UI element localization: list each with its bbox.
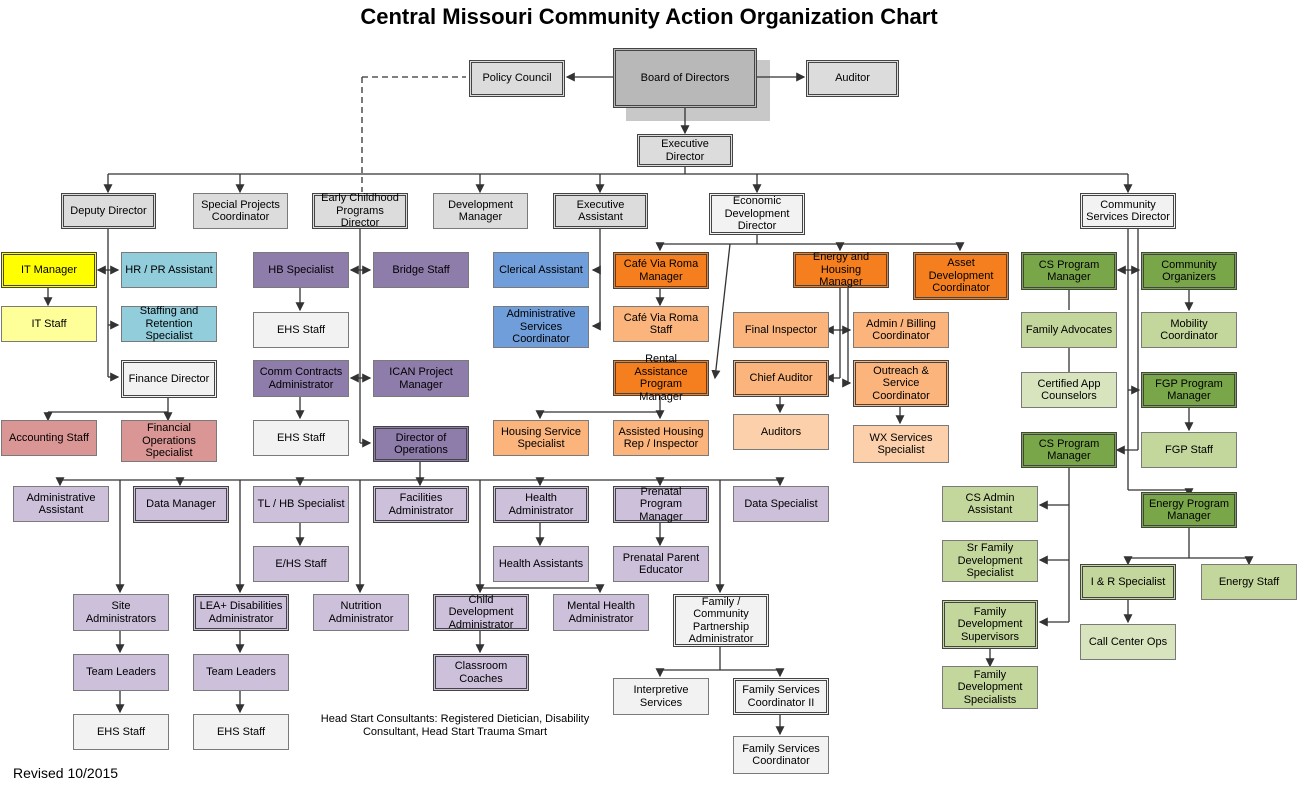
chart-title: Central Missouri Community Action Organi… <box>360 4 938 29</box>
node-fgp-program-manager[interactable]: FGP Program Manager <box>1141 372 1237 408</box>
node-data-specialist[interactable]: Data Specialist <box>733 486 829 522</box>
node-auditor[interactable]: Auditor <box>806 60 899 97</box>
node-hb-specialist[interactable]: HB Specialist <box>253 252 349 288</box>
node-i-and-r-specialist[interactable]: I & R Specialist <box>1080 564 1176 600</box>
node-data-manager[interactable]: Data Manager <box>133 486 229 523</box>
node-board-of-directors[interactable]: Board of Directors <box>613 48 757 108</box>
node-team-leaders-2[interactable]: Team Leaders <box>193 654 289 691</box>
node-family-development-specialists[interactable]: Family Development Specialists <box>942 666 1038 709</box>
node-executive-director[interactable]: Executive Director <box>637 134 733 167</box>
node-comm-contracts[interactable]: Comm Contracts Administrator <box>253 360 349 397</box>
node-family-services-coordinator-ii[interactable]: Family Services Coordinator II <box>733 678 829 715</box>
node-energy-program-manager[interactable]: Energy Program Manager <box>1141 492 1237 528</box>
node-it-manager[interactable]: IT Manager <box>1 252 97 288</box>
node-auditors[interactable]: Auditors <box>733 414 829 450</box>
node-development-manager[interactable]: Development Manager <box>433 193 528 229</box>
node-facilities-administrator[interactable]: Facilities Administrator <box>373 486 469 523</box>
node-family-development-supervisors[interactable]: Family Development Supervisors <box>942 600 1038 649</box>
node-cs-program-manager-2[interactable]: CS Program Manager <box>1021 432 1117 468</box>
node-ehs-staff-4[interactable]: EHS Staff <box>73 714 169 750</box>
node-executive-assistant[interactable]: Executive Assistant <box>553 193 648 229</box>
node-family-community-partnership[interactable]: Family / Community Partnership Administr… <box>673 594 769 647</box>
node-housing-service[interactable]: Housing Service Specialist <box>493 420 589 456</box>
node-admin-billing[interactable]: Admin / Billing Coordinator <box>853 312 949 348</box>
node-special-projects[interactable]: Special Projects Coordinator <box>193 193 288 229</box>
node-outreach[interactable]: Outreach & Service Coordinator <box>853 360 949 407</box>
node-policy-council[interactable]: Policy Council <box>469 60 565 97</box>
node-ehs-staff-3[interactable]: E/HS Staff <box>253 546 349 582</box>
node-rental-assistance[interactable]: Rental Assistance Program Manager <box>613 353 709 403</box>
node-certified-app[interactable]: Certified App Counselors <box>1021 372 1117 408</box>
node-nutrition-administrator[interactable]: Nutrition Administrator <box>313 594 409 631</box>
node-bridge-staff[interactable]: Bridge Staff <box>373 252 469 288</box>
node-classroom-coaches[interactable]: Classroom Coaches <box>433 654 529 691</box>
node-financial-operations[interactable]: Financial Operations Specialist <box>121 420 217 462</box>
node-team-leaders-1[interactable]: Team Leaders <box>73 654 169 691</box>
node-admin-services[interactable]: Administrative Services Coordinator <box>493 306 589 348</box>
node-clerical-assistant[interactable]: Clerical Assistant <box>493 252 589 288</box>
node-asset-development[interactable]: Asset Development Coordinator <box>913 252 1009 300</box>
node-it-staff[interactable]: IT Staff <box>1 306 97 342</box>
node-community-services[interactable]: Community Services Director <box>1080 193 1176 229</box>
node-cafe-manager[interactable]: Café Via Roma Manager <box>613 252 709 289</box>
node-family-advocates[interactable]: Family Advocates <box>1021 312 1117 348</box>
node-community-organizers[interactable]: Community Organizers <box>1141 252 1237 290</box>
node-final-inspector[interactable]: Final Inspector <box>733 312 829 348</box>
node-interpretive-services[interactable]: Interpretive Services <box>613 678 709 715</box>
node-staffing-retention[interactable]: Staffing and Retention Specialist <box>121 305 217 342</box>
node-energy-housing[interactable]: Energy and Housing Manager <box>793 251 889 288</box>
node-finance-director[interactable]: Finance Director <box>121 360 217 398</box>
node-cs-program-manager-1[interactable]: CS Program Manager <box>1021 252 1117 290</box>
node-economic-development[interactable]: Economic Development Director <box>709 193 805 235</box>
node-cs-admin-assistant[interactable]: CS Admin Assistant <box>942 486 1038 522</box>
head-start-consultants-note: Head Start Consultants: Registered Dieti… <box>320 713 590 738</box>
node-prenatal-parent-educator[interactable]: Prenatal Parent Educator <box>613 546 709 582</box>
node-ehs-staff-5[interactable]: EHS Staff <box>193 714 289 750</box>
node-fgp-staff[interactable]: FGP Staff <box>1141 432 1237 468</box>
node-health-assistants[interactable]: Health Assistants <box>493 546 589 582</box>
node-mobility-coordinator[interactable]: Mobility Coordinator <box>1141 312 1237 348</box>
node-mental-health[interactable]: Mental Health Administrator <box>553 594 649 631</box>
node-child-development[interactable]: Child Development Administrator <box>433 594 529 631</box>
node-early-childhood[interactable]: Early Childhood Programs Director <box>312 192 408 229</box>
node-sr-family-development[interactable]: Sr Family Development Specialist <box>942 540 1038 582</box>
node-site-administrators[interactable]: Site Administrators <box>73 594 169 631</box>
node-ican[interactable]: ICAN Project Manager <box>373 360 469 397</box>
node-ehs-staff-1[interactable]: EHS Staff <box>253 312 349 348</box>
node-health-administrator[interactable]: Health Administrator <box>493 486 589 523</box>
node-hr-pr-assistant[interactable]: HR / PR Assistant <box>121 252 217 288</box>
node-call-center-ops[interactable]: Call Center Ops <box>1080 624 1176 660</box>
node-cafe-staff[interactable]: Café Via Roma Staff <box>613 306 709 342</box>
node-tl-hb-specialist[interactable]: TL / HB Specialist <box>253 486 349 523</box>
node-energy-staff[interactable]: Energy Staff <box>1201 564 1297 600</box>
node-lea-disabilities[interactable]: LEA+ Disabilities Administrator <box>193 594 289 631</box>
node-ehs-staff-2[interactable]: EHS Staff <box>253 420 349 456</box>
node-family-services-coordinator[interactable]: Family Services Coordinator <box>733 736 829 774</box>
node-accounting-staff[interactable]: Accounting Staff <box>1 420 97 456</box>
revised-date: Revised 10/2015 <box>13 765 119 781</box>
node-chief-auditor[interactable]: Chief Auditor <box>733 360 829 397</box>
node-deputy-director[interactable]: Deputy Director <box>61 193 156 229</box>
node-prenatal-program-manager[interactable]: Prenatal Program Manager <box>613 486 709 523</box>
node-assisted-housing[interactable]: Assisted Housing Rep / Inspector <box>613 420 709 456</box>
node-administrative-assistant[interactable]: Administrative Assistant <box>13 486 109 522</box>
node-director-of-operations[interactable]: Director of Operations <box>373 426 469 462</box>
node-wx-services[interactable]: WX Services Specialist <box>853 425 949 463</box>
